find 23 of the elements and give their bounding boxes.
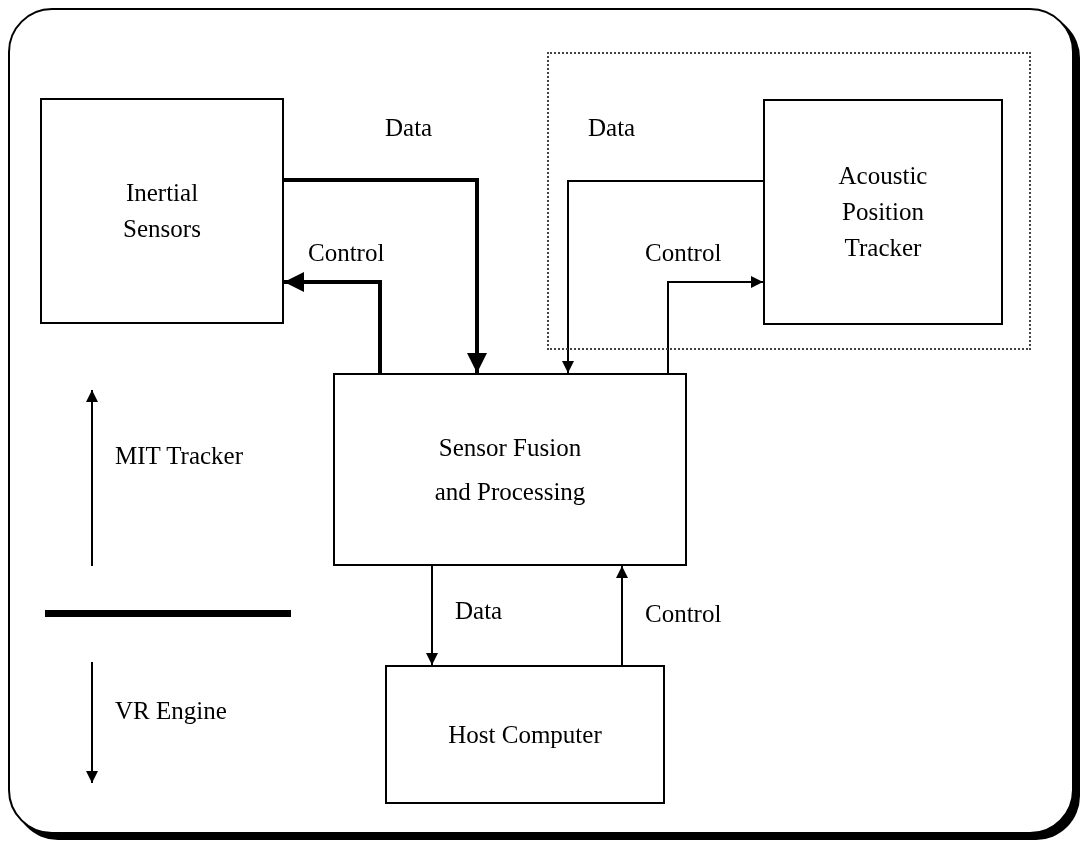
process-box [763, 99, 1003, 325]
text-label: MIT Tracker [115, 443, 243, 468]
arrow [667, 276, 764, 374]
edge-label: Data [385, 115, 433, 140]
edge-label: Control [645, 601, 722, 626]
box-label: Host Computer [448, 719, 602, 750]
arrow [426, 565, 438, 666]
edge-label: Control [308, 240, 385, 265]
dotted-group-box [547, 52, 1031, 350]
box-label: Acoustic Position Tracker [837, 160, 929, 264]
arrow [284, 272, 382, 373]
box-label: Inertial Sensors [122, 177, 202, 244]
arrow [284, 178, 487, 373]
arrow [562, 180, 764, 374]
edge-label: Data [588, 115, 636, 140]
arrow [616, 565, 628, 666]
process-box [333, 373, 687, 566]
box-label: Sensor Fusion and Processing [433, 432, 587, 507]
process-box [40, 98, 284, 324]
text-label: VR Engine [115, 698, 227, 723]
process-box [385, 665, 665, 804]
edge-label: Control [645, 240, 722, 265]
edge-label: Data [455, 598, 503, 623]
